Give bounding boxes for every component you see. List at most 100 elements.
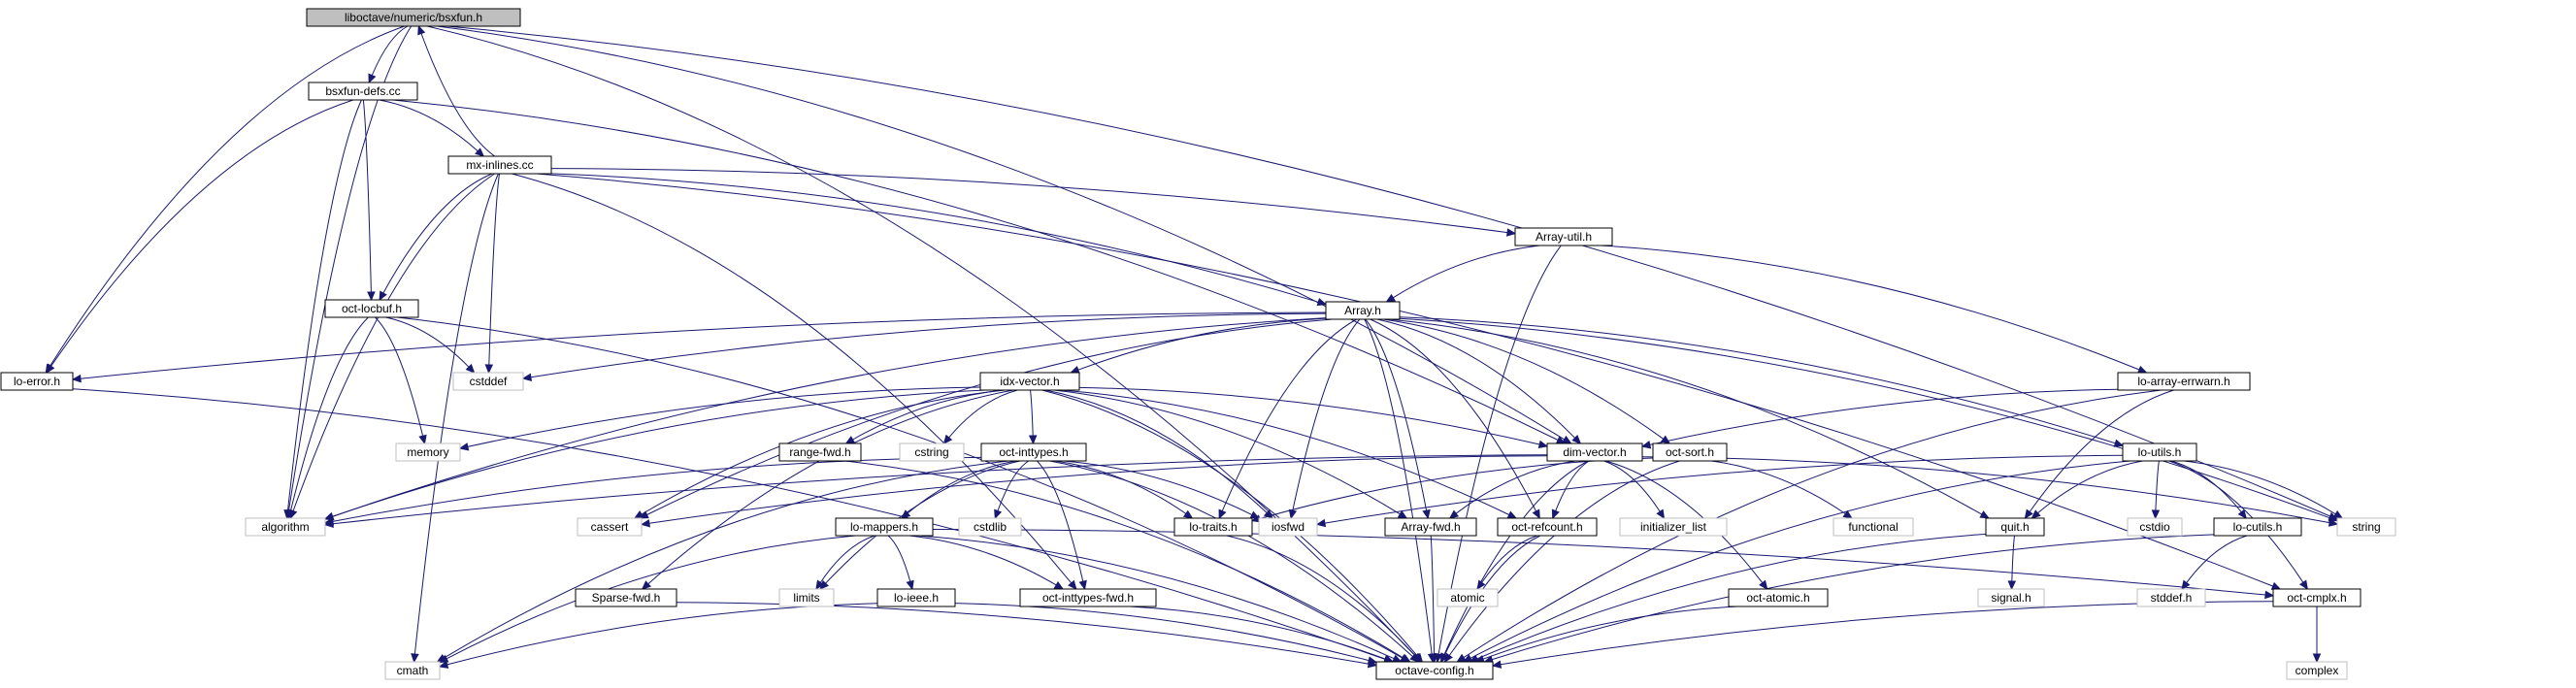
edge-bsxfun_defs_cc-to-lo_error_h bbox=[46, 99, 354, 375]
node-octave-config-h[interactable]: octave-config.h bbox=[1375, 661, 1494, 680]
node-oct-locbuf-h[interactable]: oct-locbuf.h bbox=[324, 299, 419, 318]
node-box bbox=[958, 517, 1022, 537]
node-box bbox=[899, 442, 965, 462]
node-functional: functional bbox=[1833, 517, 1914, 537]
edge-array_util_h-to-array_h bbox=[1385, 245, 1540, 303]
node-array-util-h[interactable]: Array-util.h bbox=[1514, 227, 1613, 246]
node-algorithm: algorithm bbox=[245, 517, 326, 537]
node-lo-utils-h[interactable]: lo-utils.h bbox=[2122, 442, 2197, 462]
node-box bbox=[979, 372, 1080, 391]
node-lo-error-h[interactable]: lo-error.h bbox=[0, 372, 74, 391]
node-box bbox=[1437, 588, 1499, 607]
edge-dim_vector_h-to-oct_atomic_h bbox=[1605, 460, 1768, 590]
edge-dim_vector_h-to-string bbox=[1641, 456, 2339, 527]
edge-array_h-to-lo_error_h bbox=[71, 311, 1327, 383]
node-idx-vector-h[interactable]: idx-vector.h bbox=[979, 372, 1080, 391]
node-lo-cutils-h[interactable]: lo-cutils.h bbox=[2213, 517, 2302, 537]
node-box bbox=[1325, 301, 1401, 320]
node-label: quit.h bbox=[2000, 520, 2029, 534]
edge-idx_vector_h-to-array_fwd_h bbox=[1053, 389, 1408, 519]
node-bsxfun-defs-cc[interactable]: bsxfun-defs.cc bbox=[308, 82, 418, 101]
node-label: oct-sort.h bbox=[1666, 445, 1714, 459]
node-box bbox=[1375, 661, 1494, 680]
node-label: lo-error.h bbox=[14, 375, 60, 388]
edge-lo_mappers_h-to-oct_cmplx_h bbox=[932, 529, 2275, 600]
node-box bbox=[1019, 588, 1157, 607]
node-box bbox=[324, 299, 419, 318]
node-cmath: cmath bbox=[384, 661, 441, 680]
edge-oct_sort_h-to-lo_traits_h bbox=[1250, 457, 1654, 523]
node-oct-inttypes-fwd-h[interactable]: oct-inttypes-fwd.h bbox=[1019, 588, 1157, 607]
edge-mx_inlines_cc-to-array_util_h bbox=[550, 168, 1517, 237]
node-box bbox=[2336, 517, 2396, 537]
node-label: memory bbox=[407, 445, 448, 459]
node-array-fwd-h[interactable]: Array-fwd.h bbox=[1384, 517, 1477, 537]
edge-bsxfun_h-to-string bbox=[446, 25, 2339, 520]
edge-bsxfun_defs_cc-to-mx_inlines_cc bbox=[379, 99, 485, 157]
node-lo-traits-h[interactable]: lo-traits.h bbox=[1173, 517, 1253, 537]
edge-dim_vector_h-to-oct_refcount_h bbox=[1551, 460, 1590, 520]
edge-dim_vector_h-to-initializer_list bbox=[1603, 460, 1666, 520]
node-label: cmath bbox=[397, 664, 429, 677]
node-lo-array-errwarn-h[interactable]: lo-array-errwarn.h bbox=[2117, 372, 2251, 391]
edge-idx_vector_h-to-oct_inttypes_h bbox=[1028, 389, 1038, 445]
node-mx-inlines-cc[interactable]: mx-inlines.cc bbox=[447, 155, 552, 175]
node-initializer-list: initializer_list bbox=[1619, 517, 1728, 537]
node-lo-ieee-h[interactable]: lo-ieee.h bbox=[876, 588, 956, 607]
node-range-fwd-h[interactable]: range-fwd.h bbox=[778, 442, 862, 462]
node-label: Array.h bbox=[1344, 304, 1381, 317]
edge-lo_array_errwarn_h-to-dim_vector_h bbox=[1640, 388, 2119, 449]
node-label: octave-config.h bbox=[1395, 664, 1473, 677]
edge-quit_h-to-signal_h bbox=[2007, 535, 2017, 591]
node-box bbox=[2213, 517, 2302, 537]
node-label: cstddef bbox=[470, 375, 508, 388]
edge-oct_locbuf_h-to-memory bbox=[375, 316, 427, 445]
edge-lo_mappers_h-to-lo_ieee_h bbox=[887, 535, 914, 591]
node-oct-atomic-h[interactable]: oct-atomic.h bbox=[1728, 588, 1829, 607]
node-string: string bbox=[2336, 517, 2396, 537]
node-box bbox=[1258, 517, 1318, 537]
node-label: cassert bbox=[591, 520, 629, 534]
node-oct-sort-h[interactable]: oct-sort.h bbox=[1652, 442, 1728, 462]
edge-bsxfun_h-to-octave_config_h bbox=[426, 25, 1422, 663]
node-lo-mappers-h[interactable]: lo-mappers.h bbox=[835, 517, 934, 537]
node-quit-h[interactable]: quit.h bbox=[1985, 517, 2045, 537]
edge-lo_utils_h-to-octave_config_h bbox=[1462, 460, 2131, 663]
node-box bbox=[1619, 517, 1728, 537]
node-complex: complex bbox=[2286, 661, 2348, 680]
edge-lo_cutils_h-to-octave_config_h bbox=[1483, 534, 2215, 664]
node-oct-inttypes-h[interactable]: oct-inttypes.h bbox=[980, 442, 1087, 462]
edge-mx_inlines_cc-to-oct_inttypes_fwd_h bbox=[512, 173, 1077, 590]
node-label: oct-cmplx.h bbox=[2287, 591, 2346, 605]
node-label: Sparse-fwd.h bbox=[592, 591, 661, 605]
edge-oct_refcount_h-to-atomic bbox=[1476, 535, 1538, 591]
node-dim-vector-h[interactable]: dim-vector.h bbox=[1546, 442, 1643, 462]
node-label: oct-inttypes.h bbox=[999, 445, 1068, 459]
edge-lo_utils_h-to-iosfwd bbox=[1315, 454, 2124, 528]
edge-lo_cutils_h-to-stddef_h bbox=[2181, 535, 2248, 590]
node-label: lo-cutils.h bbox=[2233, 520, 2283, 534]
edge-bsxfun_defs_cc-to-dim_vector_h bbox=[392, 99, 1567, 444]
edge-lo_utils_h-to-cstdio bbox=[2151, 460, 2161, 520]
node-layer: liboctave/numeric/bsxfun.hbsxfun-defs.cc… bbox=[0, 8, 2396, 680]
node-label: dim-vector.h bbox=[1563, 445, 1626, 459]
node-oct-cmplx-h[interactable]: oct-cmplx.h bbox=[2272, 588, 2361, 607]
edge-bsxfun_h-to-lo_error_h bbox=[45, 25, 405, 375]
edge-mx_inlines_cc-to-algorithm bbox=[289, 173, 495, 520]
node-oct-refcount-h[interactable]: oct-refcount.h bbox=[1497, 517, 1598, 537]
node-box bbox=[245, 517, 326, 537]
node-box bbox=[1833, 517, 1914, 537]
edge-sparse_fwd_h-to-octave_config_h bbox=[676, 602, 1378, 669]
node-label: cstdio bbox=[2139, 520, 2170, 534]
node-box bbox=[2127, 517, 2183, 537]
node-label: signal.h bbox=[1991, 591, 2031, 605]
edge-mx_inlines_cc-to-oct_locbuf_h bbox=[379, 173, 493, 302]
node-array-h[interactable]: Array.h bbox=[1325, 301, 1401, 320]
edge-layer bbox=[45, 24, 2344, 669]
edge-oct_inttypes_h-to-algorithm bbox=[323, 456, 982, 526]
node-sparse-fwd-h[interactable]: Sparse-fwd.h bbox=[575, 588, 677, 607]
node-label: oct-locbuf.h bbox=[342, 302, 402, 315]
edge-bsxfun_h-to-dim_vector_h bbox=[437, 25, 1572, 444]
node-label: initializer_list bbox=[1640, 520, 1707, 534]
